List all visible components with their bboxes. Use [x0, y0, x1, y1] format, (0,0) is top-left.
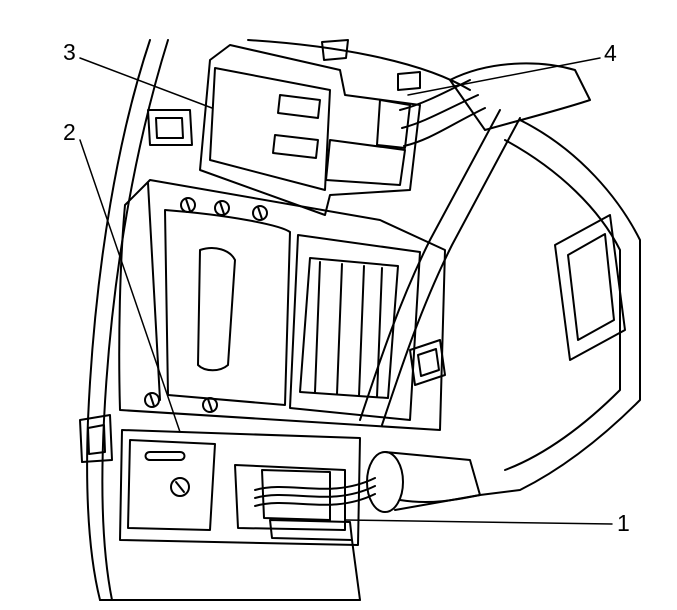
callout-4: 4: [604, 40, 617, 66]
console-module-removed: [199, 39, 591, 216]
mounting-bracket: [79, 109, 361, 546]
leader-line-3: [79, 57, 213, 109]
callout-1: 1: [617, 510, 630, 536]
leader-lines: [79, 57, 613, 525]
console-housing: [118, 179, 446, 431]
leader-line-1: [344, 519, 613, 525]
leader-line-4: [407, 57, 601, 96]
leader-line-2: [79, 139, 181, 433]
callout-3: 3: [63, 39, 76, 65]
headliner-outline: [86, 39, 471, 601]
electrical-connector: [234, 464, 376, 601]
callout-2: 2: [63, 119, 76, 145]
